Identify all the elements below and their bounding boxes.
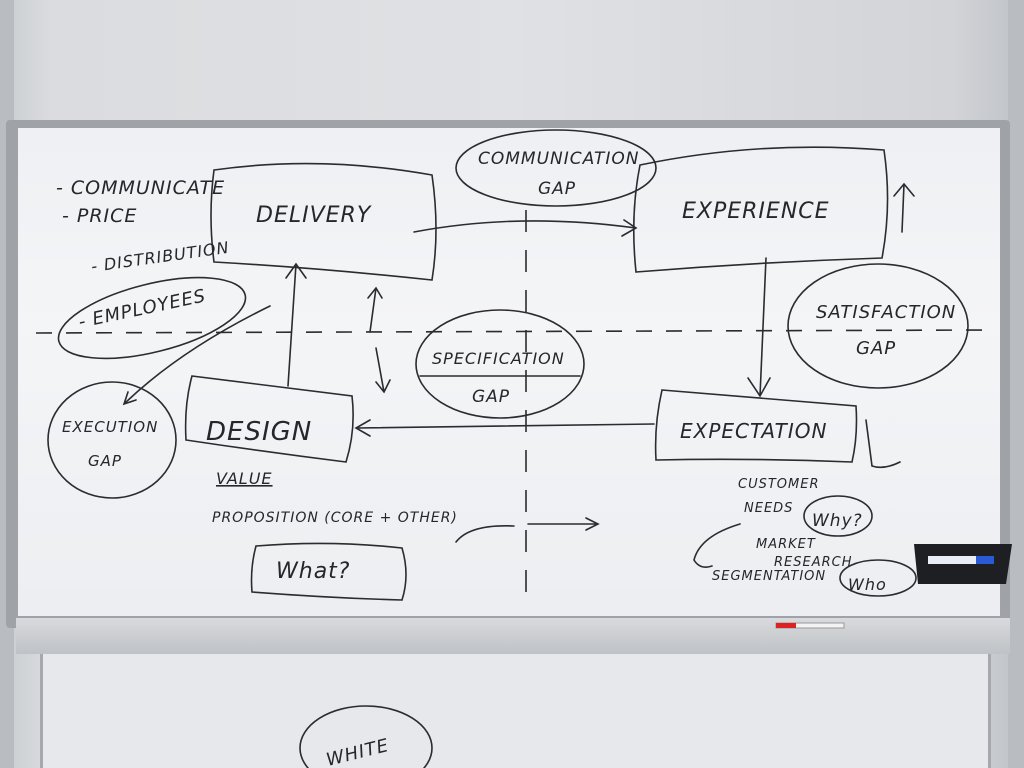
arrow-up-small xyxy=(367,286,383,333)
marker-in-holder[interactable] xyxy=(928,556,994,564)
why-label: Why? xyxy=(812,511,863,531)
arrow-expectation-to-design xyxy=(354,419,655,437)
wall-post-right xyxy=(1008,0,1024,768)
arrow-right-bottom xyxy=(527,517,600,531)
list-item-price: - PRICE xyxy=(62,205,137,227)
execution-gap-label: EXECUTION xyxy=(62,418,158,436)
delivery-label: DELIVERY xyxy=(256,203,372,228)
arrow-to-execution-gap xyxy=(122,305,271,406)
who-circle xyxy=(839,559,917,597)
market-label: MARKET xyxy=(756,537,816,552)
what-label: What? xyxy=(276,559,350,584)
marker-cap-blue xyxy=(976,556,994,564)
satisfaction-gap-label: SATISFACTION xyxy=(816,302,956,323)
communication-gap-label: COMMUNICATION xyxy=(478,149,640,169)
execution-gap-sub: GAP xyxy=(88,452,122,470)
arrow-experience-to-expectation xyxy=(747,257,771,398)
value-label: VALUE xyxy=(216,469,273,488)
satisfaction-gap-sub: GAP xyxy=(856,338,896,359)
lower-whiteboard xyxy=(40,654,991,768)
research-label: RESEARCH xyxy=(774,555,853,570)
lower-board-text: WHITE xyxy=(324,735,391,768)
horizontal-dashed-line xyxy=(35,329,991,334)
needs-label: NEEDS xyxy=(744,501,793,516)
execution-gap-ellipse xyxy=(47,381,177,499)
list-item-communicate: - COMMUNICATE xyxy=(56,177,225,199)
list-item-employees: - EMPLOYEES xyxy=(77,285,208,333)
arrow-up-right xyxy=(893,182,915,233)
design-label: DESIGN xyxy=(206,417,312,447)
expectation-box xyxy=(654,389,858,463)
arrow-down-right xyxy=(865,419,901,469)
arrow-down-small xyxy=(375,347,391,394)
design-box xyxy=(184,375,354,463)
customer-label: CUSTOMER xyxy=(738,477,819,492)
segmentation-label: SEGMENTATION xyxy=(712,569,826,584)
what-box xyxy=(250,542,407,601)
who-label: Who xyxy=(848,575,887,594)
experience-box xyxy=(632,146,889,273)
whiteboard-surface xyxy=(18,128,1000,616)
employees-ellipse xyxy=(57,276,247,360)
arrow-delivery-to-experience xyxy=(413,219,638,237)
lower-board-ellipse xyxy=(299,705,433,768)
specification-gap-sub: GAP xyxy=(472,387,510,407)
delivery-box xyxy=(210,162,437,281)
arrow-curve-bottom xyxy=(455,525,515,543)
list-item-distribution: - DISTRIBUTION xyxy=(90,238,231,276)
experience-label: EXPERIENCE xyxy=(682,199,830,224)
arrow-design-to-delivery xyxy=(285,262,307,387)
marker-cap xyxy=(776,623,796,628)
communication-gap-sub: GAP xyxy=(538,179,576,199)
communication-gap-ellipse xyxy=(455,129,657,207)
why-circle xyxy=(803,495,873,537)
expectation-label: EXPECTATION xyxy=(680,419,827,443)
arrow-curve-customer xyxy=(693,523,741,568)
specification-gap-ellipse xyxy=(415,309,585,419)
proposition-label: PROPOSITION (CORE + OTHER) xyxy=(212,510,458,526)
satisfaction-gap-ellipse xyxy=(787,263,969,389)
specification-gap-label: SPECIFICATION xyxy=(432,349,565,368)
